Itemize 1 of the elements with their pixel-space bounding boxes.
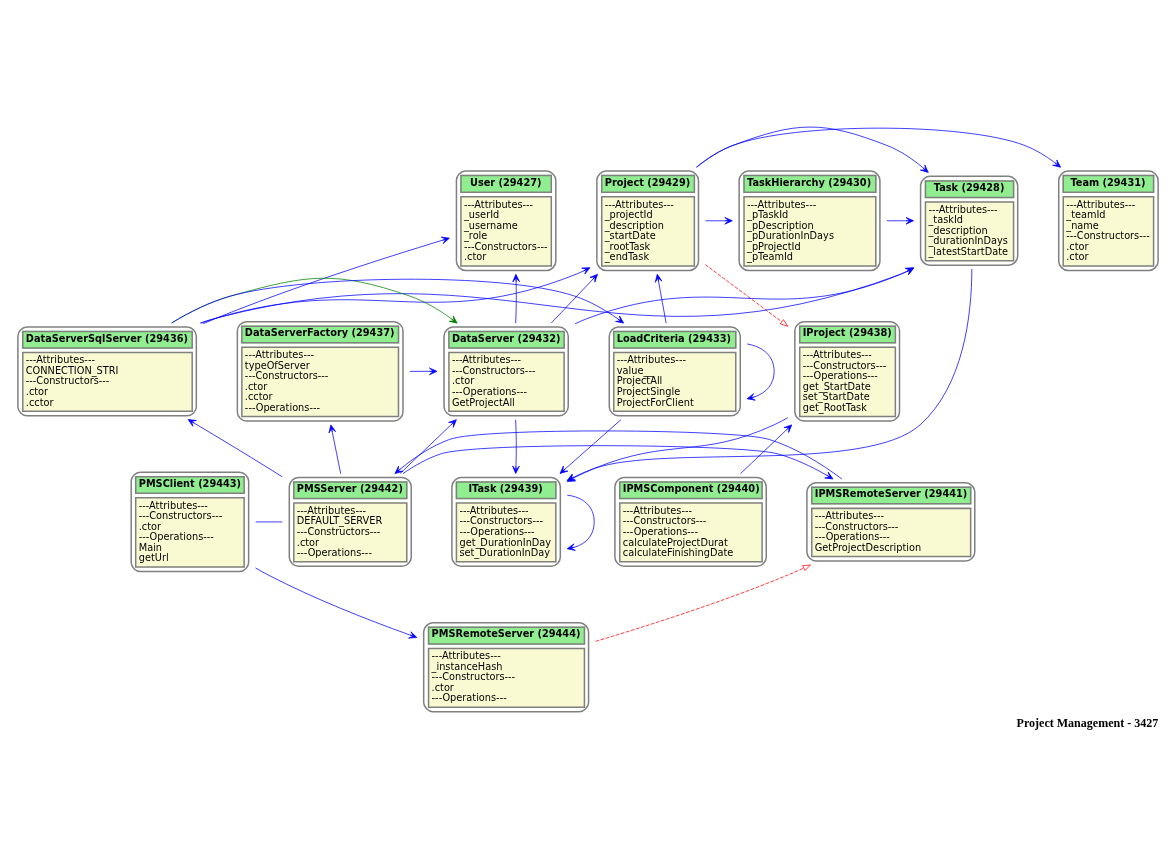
caption: Project Management - 3427 [1016,716,1159,731]
